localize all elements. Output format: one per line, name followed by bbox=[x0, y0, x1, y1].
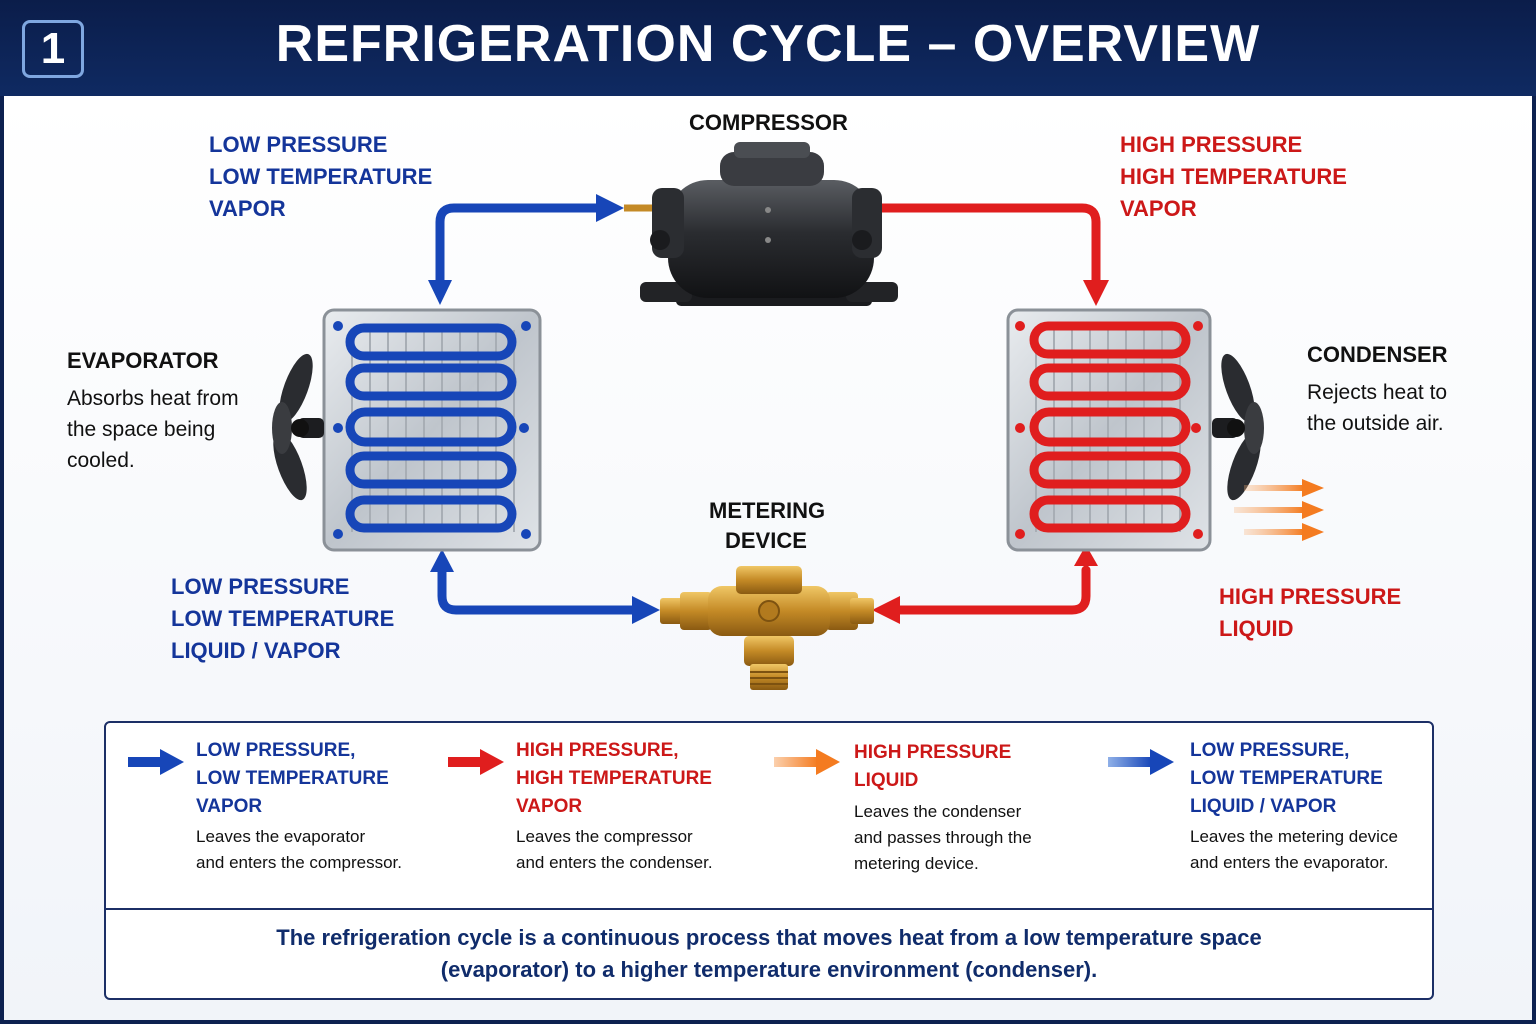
legend-desc-line1: Leaves the metering device bbox=[1190, 827, 1398, 846]
summary-line1: The refrigeration cycle is a continuous … bbox=[276, 925, 1262, 950]
cycle-diagram bbox=[272, 142, 1324, 690]
legend-title-line2: LOW TEMPERATURE bbox=[1190, 768, 1383, 789]
blue-arrow-icon bbox=[128, 749, 184, 775]
legend-desc-line1: Leaves the compressor bbox=[516, 827, 693, 846]
mix-label-line3: LIQUID / VAPOR bbox=[171, 638, 341, 663]
condenser-icon bbox=[1006, 308, 1212, 552]
legend-title-line3: VAPOR bbox=[516, 796, 583, 817]
summary-line2: (evaporator) to a higher temperature env… bbox=[440, 957, 1098, 982]
discharge-label-line3: VAPOR bbox=[1120, 196, 1197, 221]
condenser-desc-line1: Rejects heat to bbox=[1307, 381, 1448, 404]
evaporator-desc-line2: the space being bbox=[67, 418, 216, 441]
legend-desc-line2: and passes through the bbox=[854, 828, 1032, 847]
legend-divider bbox=[106, 908, 1432, 910]
discharge-arrow-down bbox=[1083, 280, 1109, 306]
heat-rejection-arrows bbox=[1234, 479, 1324, 541]
evaporator-label: EVAPORATOR bbox=[67, 348, 219, 373]
legend-title-line2: HIGH TEMPERATURE bbox=[516, 768, 712, 789]
suction-label-line3: VAPOR bbox=[209, 196, 286, 221]
liquid-label-line1: HIGH PRESSURE bbox=[1219, 584, 1402, 609]
evaporator-icon bbox=[322, 308, 542, 552]
mix-arrow-right bbox=[632, 596, 660, 624]
suction-line bbox=[435, 203, 605, 295]
legend-desc-line2: and enters the condenser. bbox=[516, 853, 713, 872]
legend-title-line1: HIGH PRESSURE, bbox=[516, 740, 679, 761]
legend-box: LOW PRESSURE, LOW TEMPERATURE VAPOR Leav… bbox=[104, 721, 1434, 1000]
discharge-label-line2: HIGH TEMPERATURE bbox=[1120, 164, 1347, 189]
mix-arrow-up bbox=[430, 549, 454, 572]
red-arrow-icon bbox=[448, 749, 504, 775]
legend-title-line1: LOW PRESSURE, bbox=[1190, 740, 1350, 761]
legend-desc-line1: Leaves the condenser bbox=[854, 802, 1022, 821]
condenser-desc-line2: the outside air. bbox=[1307, 412, 1444, 435]
metering-label-line1: METERING bbox=[709, 498, 826, 523]
liquid-arrow-left bbox=[872, 596, 900, 624]
evaporator-fan-icon bbox=[272, 353, 324, 501]
mix-label-line2: LOW TEMPERATURE bbox=[171, 606, 395, 631]
compressor-label: COMPRESSOR bbox=[689, 110, 848, 135]
condenser-label: CONDENSER bbox=[1307, 342, 1448, 367]
blue-gradient-arrow-icon bbox=[1108, 749, 1174, 775]
suction-arrow-down bbox=[428, 280, 452, 305]
cycle-summary: The refrigeration cycle is a continuous … bbox=[106, 922, 1432, 986]
evaporator-desc-line3: cooled. bbox=[67, 449, 135, 472]
legend-desc-line1: Leaves the evaporator bbox=[196, 827, 366, 846]
metering-label-line2: DEVICE bbox=[725, 528, 807, 553]
header-bar: 1 REFRIGERATION CYCLE – OVERVIEW bbox=[0, 0, 1536, 96]
legend-desc-line2: and enters the evaporator. bbox=[1190, 853, 1389, 872]
legend-title-line2: LIQUID bbox=[854, 770, 919, 791]
discharge-line bbox=[867, 203, 1101, 289]
suction-arrow-right bbox=[596, 194, 624, 222]
legend-title-line3: VAPOR bbox=[196, 796, 263, 817]
metering-device-icon bbox=[660, 566, 874, 690]
legend-title-line2: LOW TEMPERATURE bbox=[196, 768, 389, 789]
liquid-label-line2: LIQUID bbox=[1219, 616, 1294, 641]
discharge-label-line1: HIGH PRESSURE bbox=[1120, 132, 1303, 157]
mix-line bbox=[437, 567, 641, 615]
liquid-arrow-up bbox=[1074, 545, 1098, 566]
page-title: REFRIGERATION CYCLE – OVERVIEW bbox=[275, 15, 1261, 73]
suction-label-line1: LOW PRESSURE bbox=[209, 132, 388, 157]
liquid-line bbox=[893, 565, 1091, 615]
condenser-fan-icon bbox=[1212, 353, 1264, 501]
legend-title-line1: LOW PRESSURE, bbox=[196, 740, 356, 761]
legend-desc-line2: and enters the compressor. bbox=[196, 853, 403, 872]
orange-arrow-icon bbox=[774, 749, 840, 775]
step-badge: 1 bbox=[22, 20, 84, 78]
legend-title-line1: HIGH PRESSURE bbox=[854, 742, 1012, 763]
compressor-icon bbox=[640, 142, 898, 306]
legend-title-line3: LIQUID / VAPOR bbox=[1190, 796, 1337, 817]
legend-desc-line3: metering device. bbox=[854, 854, 979, 873]
suction-label-line2: LOW TEMPERATURE bbox=[209, 164, 433, 189]
mix-label-line1: LOW PRESSURE bbox=[171, 574, 350, 599]
evaporator-desc-line1: Absorbs heat from bbox=[67, 387, 239, 410]
